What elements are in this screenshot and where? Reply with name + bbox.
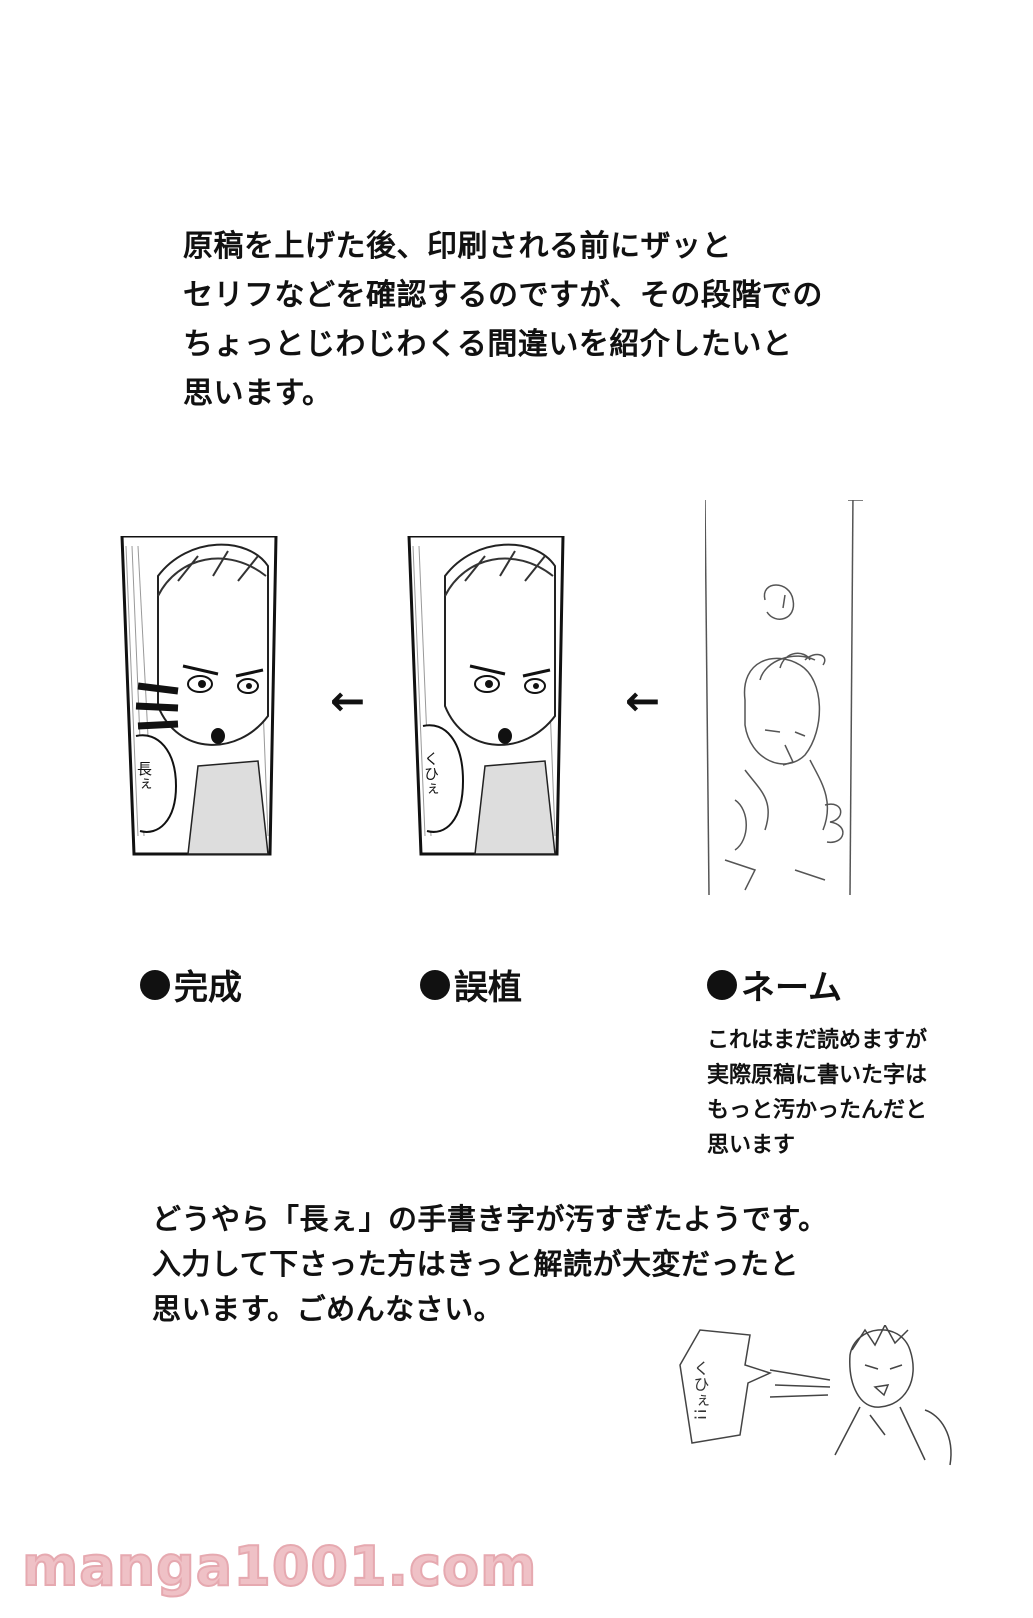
- sketch-note: これはまだ読めますが 実際原稿に書いた字は もっと汚かったんだと 思います: [707, 1023, 927, 1163]
- watermark: manga1001.com: [21, 1534, 538, 1599]
- outro-paragraph: どうやら「長ぇ」の手書き字が汚すぎたようです。 入力して下さった方はきっと解読が…: [152, 1197, 828, 1332]
- mini-sketch-illustration: くひぇ!!: [679, 1323, 952, 1466]
- bullet-icon: [420, 969, 450, 1000]
- bullet-icon: [707, 969, 737, 1000]
- typo-bubble-text: くひぇ: [422, 751, 440, 796]
- intro-line: ちょっとじわじわくる間違いを紹介したいと: [183, 327, 793, 362]
- sketch-note-line: 思います: [707, 1133, 796, 1158]
- outro-line: どうやら「長ぇ」の手書き字が汚すぎたようです。: [152, 1202, 828, 1236]
- sketch-note-line: これはまだ読めますが: [707, 1028, 928, 1053]
- typo-panel: くひぇ: [405, 536, 570, 856]
- final-panel: 長ぇ: [118, 536, 283, 856]
- sketch-caption-text: ネーム: [741, 968, 842, 1008]
- outro-line: 入力して下さった方はきっと解読が大変だったと: [152, 1247, 799, 1281]
- mini-bubble-text: くひぇ!!: [691, 1360, 710, 1421]
- final-caption: 完成: [140, 960, 242, 1009]
- typo-caption-text: 誤植: [454, 968, 522, 1008]
- final-bubble-text: 長ぇ: [135, 761, 153, 791]
- sketch-note-line: 実際原稿に書いた字は: [707, 1063, 928, 1088]
- typo-caption: 誤植: [420, 960, 522, 1009]
- sketch-note-line: もっと汚かったんだと: [707, 1098, 928, 1123]
- typo-panel-illustration: くひぇ: [407, 536, 565, 856]
- outro-line: 思います。ごめんなさい。: [152, 1292, 504, 1326]
- intro-line: 原稿を上げた後、印刷される前にザッと: [183, 229, 732, 264]
- intro-line: セリフなどを確認するのですが、その段階での: [183, 278, 823, 313]
- bullet-icon: [140, 969, 170, 1000]
- final-panel-illustration: 長ぇ: [120, 536, 278, 856]
- sketch-panel: [705, 500, 875, 900]
- mini-sketch: くひぇ!!: [670, 1323, 970, 1479]
- sketch-panel-illustration: [705, 500, 863, 896]
- intro-paragraph: 原稿を上げた後、印刷される前にザッと セリフなどを確認するのですが、その段階での…: [183, 222, 823, 418]
- arrow-left-icon: ←: [330, 676, 366, 725]
- intro-line: 思います。: [183, 376, 333, 411]
- arrow-left-icon: ←: [625, 676, 661, 725]
- sketch-caption: ネーム: [707, 960, 842, 1009]
- final-caption-text: 完成: [174, 968, 242, 1008]
